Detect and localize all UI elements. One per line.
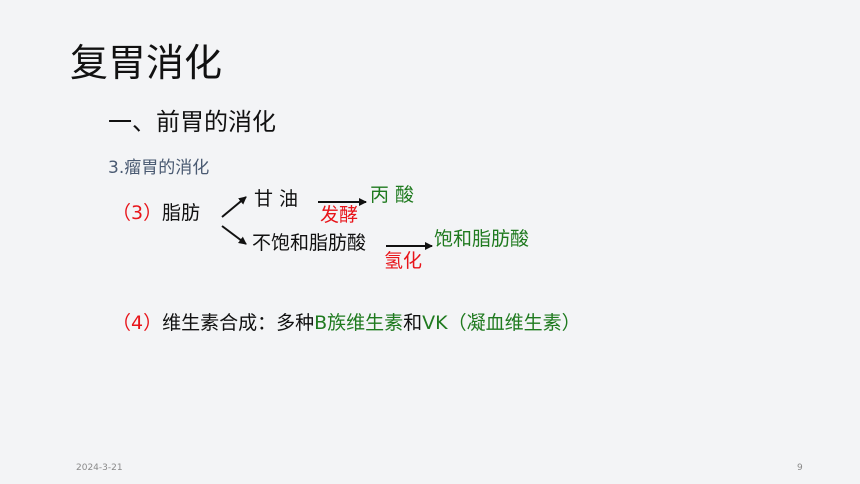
item3-lower-product: 不饱和脂肪酸 — [252, 232, 367, 254]
item4-text-d: VK（凝血维生素） — [422, 312, 581, 334]
branch-down-arrow — [221, 225, 247, 245]
item3-lower-result: 饱和脂肪酸 — [434, 228, 530, 250]
slide-subtitle: 一、前胃的消化 — [108, 108, 276, 136]
slide-title: 复胃消化 — [70, 41, 223, 85]
item3-upper-process: 发酵 — [320, 204, 359, 226]
footer-date: 2024-3-21 — [76, 463, 123, 473]
section-heading: 3.瘤胃的消化 — [108, 158, 210, 178]
item4-text-c: 和 — [403, 312, 423, 334]
item3-upper-result: 丙 酸 — [370, 184, 415, 206]
item4-text-a: 维生素合成：多种 — [162, 312, 315, 334]
item3-subject: 脂肪 — [162, 202, 201, 224]
branch-up-arrow — [221, 196, 247, 218]
item4-text-b: B族维生素 — [314, 312, 404, 334]
item4-label: （4） — [112, 312, 163, 334]
footer-page-number: 9 — [797, 463, 803, 473]
item3-upper-product: 甘 油 — [254, 188, 299, 210]
item4-line: （4）维生素合成：多种B族维生素和VK（凝血维生素） — [112, 314, 581, 333]
item3-label: （3） — [112, 202, 163, 224]
item3-lower-process: 氢化 — [384, 250, 423, 272]
